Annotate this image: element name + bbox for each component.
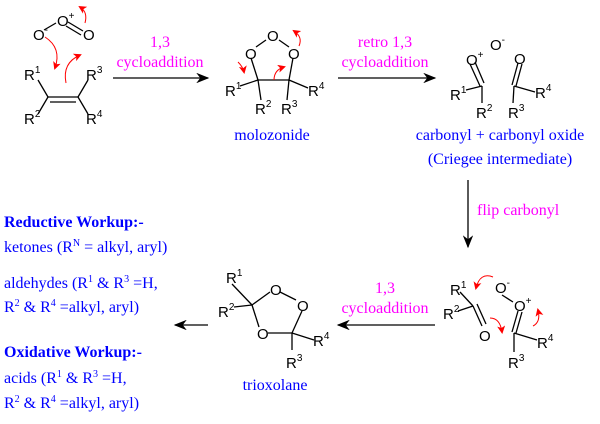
oxidative-workup-title: Oxidative Workup:-: [4, 344, 142, 361]
r-group-label: R1: [450, 280, 467, 299]
step3-label: flip carbonyl: [477, 202, 560, 219]
carbonyls-name: carbonyl + carbonyl oxide: [416, 127, 585, 144]
oxygen-atom-label: O: [297, 298, 309, 315]
r-group-label: R4: [535, 83, 552, 102]
oxygen-atom-label: O-: [495, 278, 510, 297]
reductive-workup-title: Reductive Workup:-: [4, 214, 144, 231]
trioxolane-bonds: [231, 283, 315, 350]
r-group-label: R2: [476, 103, 493, 122]
r-group-label: R3: [86, 65, 103, 84]
r-group-label: R2: [24, 109, 41, 128]
oxygen-atom-label: O: [245, 46, 257, 63]
workup-notes: Reductive Workup:- ketones (RN = alkyl, …: [4, 214, 167, 412]
step4-label-line1: 1,3: [375, 280, 395, 297]
oxygen-atom-label: O-: [490, 35, 505, 54]
carbonyls-bonds: [465, 61, 536, 104]
electron-arrows: [44, 5, 544, 334]
oxygen-atom-label: O: [514, 51, 526, 68]
r-group-label: R2: [255, 99, 272, 118]
r-group-label: R3: [508, 103, 525, 122]
r-group-label: R1: [450, 85, 467, 104]
r-group-label: R4: [308, 81, 325, 100]
oxygen-atom-label: O: [479, 328, 491, 345]
aldehydes-line-1: aldehydes (R1 & R3 =H,: [4, 274, 158, 292]
criegee-name: (Criegee intermediate): [428, 151, 572, 168]
oxygen-atom-label: O-: [33, 25, 48, 44]
criegee-flipped-bonds: [457, 291, 538, 352]
step4-label-line2: cycloaddition: [341, 300, 428, 317]
r-group-label: R2: [218, 302, 235, 321]
step2-label-line2: cycloaddition: [341, 54, 428, 71]
ozone-bonds: [43, 21, 84, 36]
r-group-label: R3: [286, 353, 303, 372]
acids-line-1: acids (R1 & R3 =H,: [4, 369, 127, 387]
r-group-label: R2: [443, 304, 460, 323]
step1-label-line2: cycloaddition: [116, 54, 203, 71]
r-group-label: R3: [508, 353, 525, 372]
acids-line-2: R2 & R4 =alkyl, aryl): [4, 394, 139, 412]
r-group-label: R1: [225, 81, 242, 100]
r-group-label: R4: [537, 333, 554, 352]
oxygen-atom-label: O+: [57, 11, 75, 30]
molozonide-name: molozonide: [234, 127, 310, 144]
r-group-label: R1: [24, 65, 41, 84]
r-group-label: R3: [281, 99, 298, 118]
oxygen-atom-label: O: [257, 326, 269, 343]
r-group-label: R4: [313, 331, 330, 350]
oxygen-atom-label: O: [83, 27, 95, 44]
aldehydes-line-2: R2 & R4 =alkyl, aryl): [4, 298, 139, 316]
trioxolane-name: trioxolane: [243, 377, 308, 394]
r-group-label: R4: [86, 109, 103, 128]
oxygen-atom-label: O+: [514, 296, 532, 315]
r-group-label: R1: [226, 268, 243, 287]
alkene-bonds: [37, 79, 89, 115]
step1-label-line1: 1,3: [150, 34, 170, 51]
oxygen-atom-label: O: [267, 28, 279, 45]
oxygen-atom-label: O: [288, 46, 300, 63]
ketones-line: ketones (RN = alkyl, aryl): [4, 238, 167, 256]
oxygen-atom-label: O: [270, 282, 282, 299]
oxygen-atom-label: O+: [466, 50, 484, 69]
step2-label-line1: retro 1,3: [358, 34, 412, 51]
